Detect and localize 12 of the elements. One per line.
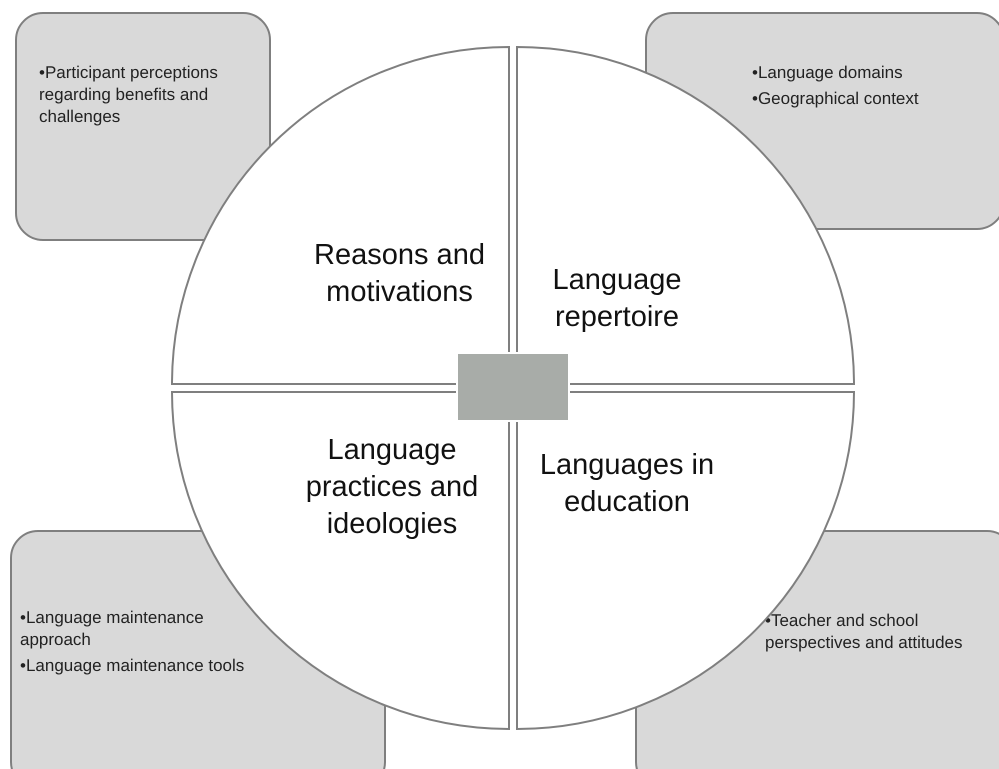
quadrant-title: Reasons and motivations (313, 238, 486, 310)
quadrant-title: Language practices and ideologies (304, 433, 480, 542)
bullet-item: •Language domains (752, 62, 904, 84)
bullet-item: •Geographical context (752, 88, 920, 110)
note-card (15, 12, 271, 241)
bullet-item: •Language maintenance approach (20, 607, 205, 651)
quadrant-title: Language repertoire (551, 263, 683, 335)
center-square (456, 352, 570, 422)
bullet-item: •Participant perceptions regarding benefits and challenges (39, 62, 219, 128)
quadrant-title: Languages in education (538, 448, 716, 520)
bullet-item: •Teacher and school perspectives and attitudes (765, 610, 964, 654)
bullet-item: •Language maintenance tools (20, 655, 246, 677)
